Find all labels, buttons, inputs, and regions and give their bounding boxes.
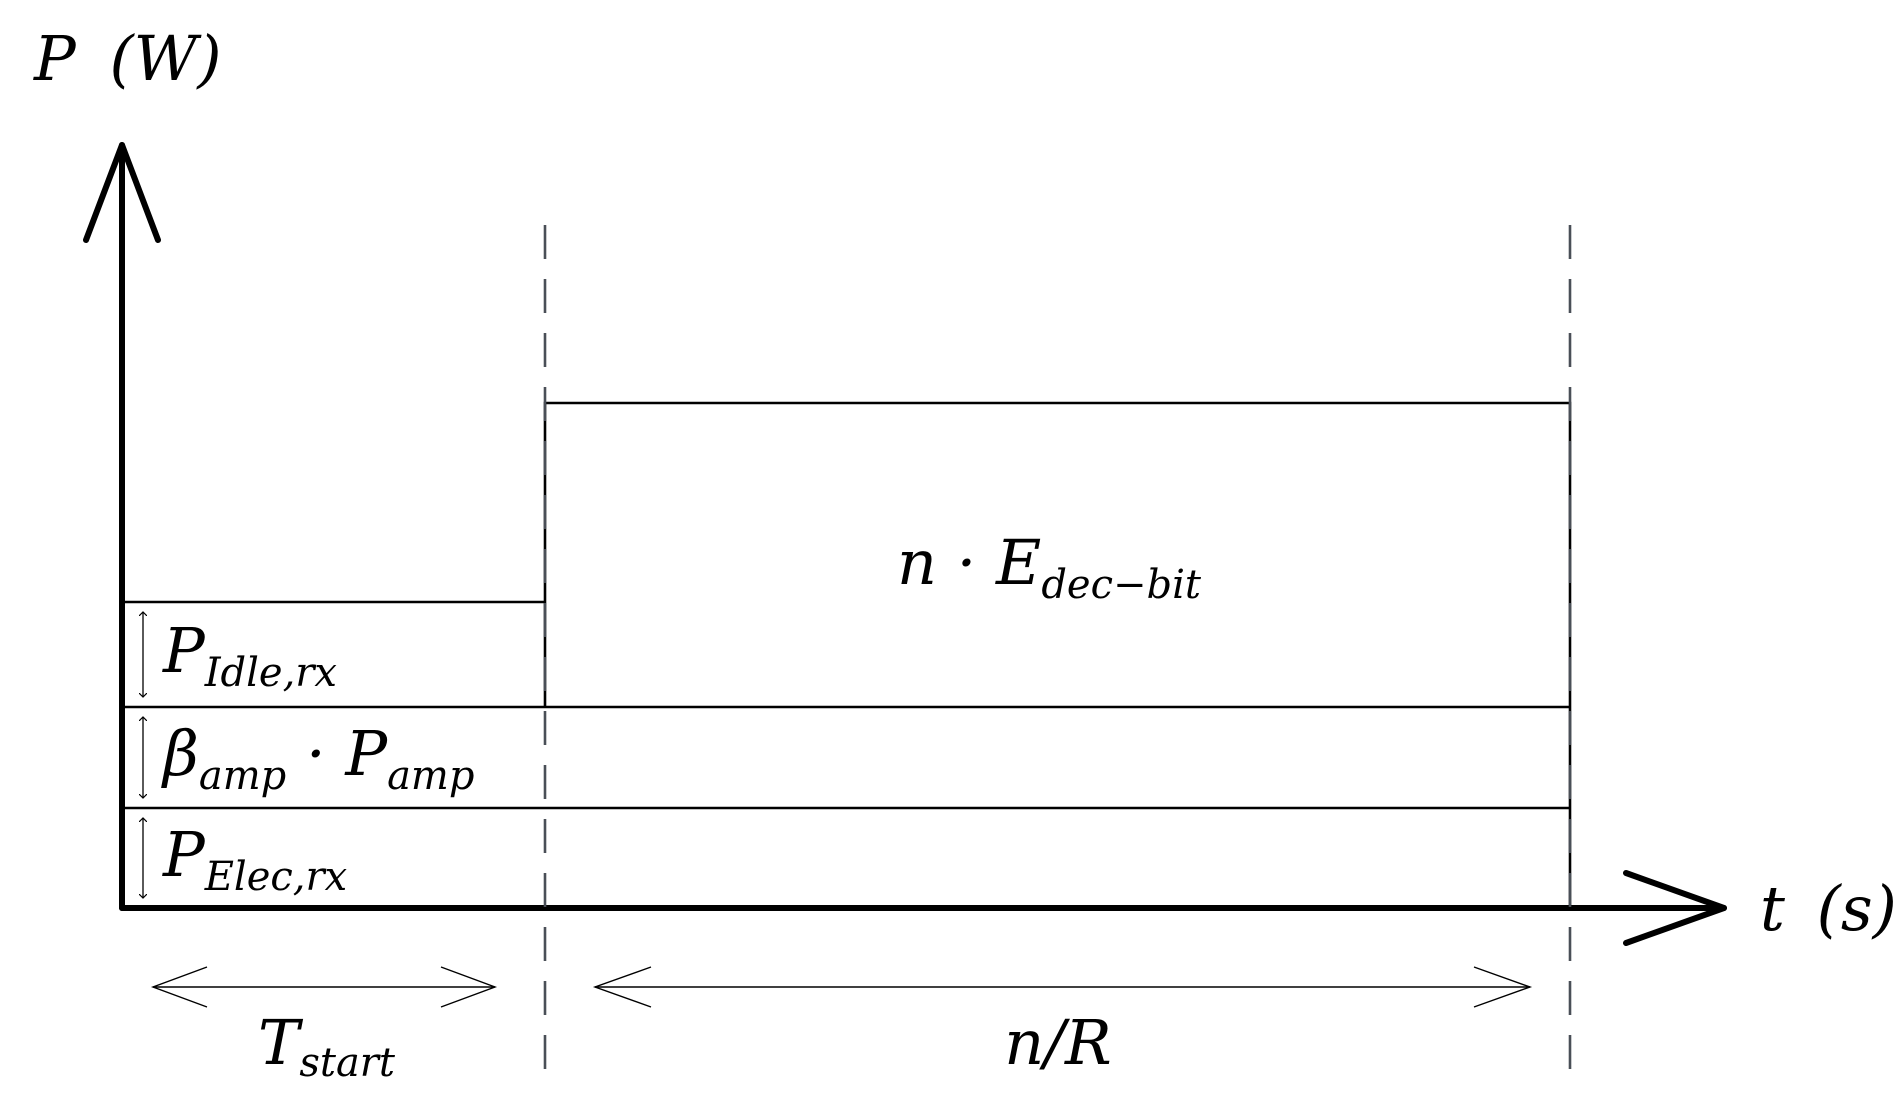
- x-axis-label-symbol: t: [1760, 872, 1785, 945]
- amp-level-power-subscript: amp: [387, 753, 474, 799]
- x-axis-arrowhead: [1623, 870, 1727, 946]
- transmit-phase-span: [592, 966, 1533, 1008]
- elec-level-subscript: Elec,rx: [204, 854, 347, 900]
- amp-level-beta-subscript: amp: [199, 753, 286, 799]
- x-axis: [119, 870, 1727, 946]
- idle-level-label: PIdle,rx: [162, 614, 337, 696]
- amp-level-power-symbol: · P: [286, 717, 388, 790]
- amp-level-label: βamp · Pamp: [161, 717, 474, 799]
- decode-block-label: n · Edec−bit: [897, 526, 1202, 608]
- transmit-phase-label: n/R: [1004, 1006, 1112, 1079]
- decode-block-subscript: dec−bit: [1041, 562, 1202, 608]
- amp-level-beta: β: [161, 717, 199, 790]
- elec-level-symbol: P: [162, 818, 206, 891]
- y-axis: [83, 142, 161, 911]
- y-axis-label-symbol: P: [33, 22, 77, 95]
- decode-block-outline: [543, 401, 1572, 908]
- x-axis-label: t (s): [1760, 872, 1897, 945]
- idle-level-subscript: Idle,rx: [204, 650, 337, 696]
- idle-level-symbol: P: [162, 614, 206, 687]
- transmit-phase-symbol: n/R: [1004, 1006, 1112, 1079]
- start-phase-subscript: start: [299, 1040, 396, 1086]
- elec-level-label: PElec,rx: [162, 818, 347, 900]
- y-axis-label: P (W): [33, 22, 222, 95]
- decode-block-symbol: n · E: [897, 526, 1041, 599]
- start-phase-label: Tstart: [258, 1006, 396, 1086]
- start-phase-symbol: T: [258, 1006, 304, 1079]
- y-axis-arrowhead: [83, 142, 161, 243]
- x-axis-label-unit: (s): [1817, 872, 1897, 945]
- y-axis-label-unit: (W): [109, 22, 221, 95]
- power-profile: [122, 401, 1572, 908]
- start-phase-span: [150, 966, 498, 1008]
